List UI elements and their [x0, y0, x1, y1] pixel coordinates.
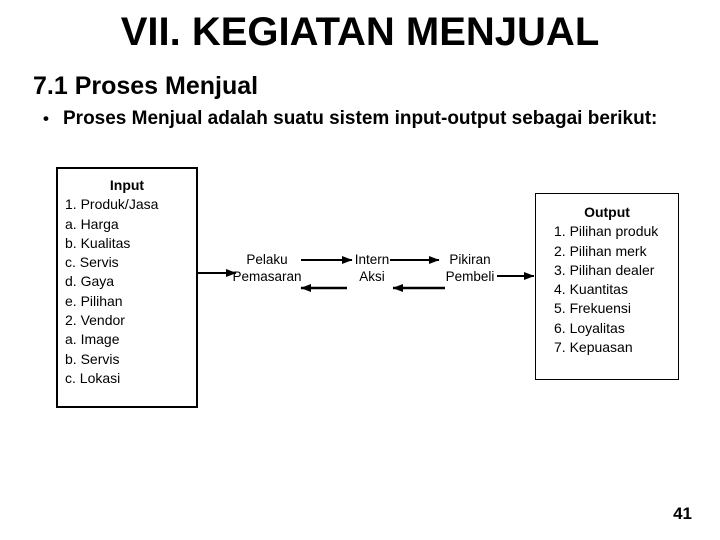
input-box-item: b. Servis [65, 350, 120, 367]
input-box-item: 2. Vendor [65, 312, 125, 329]
input-box-item: a. Harga [65, 215, 119, 232]
page-number: 41 [673, 504, 692, 523]
output-box-item: 6. Loyalitas [554, 319, 625, 336]
node-label-line: Aksi [359, 269, 385, 284]
node-label-line: Pikiran [449, 252, 491, 267]
output-box-item: 5. Frekuensi [554, 300, 632, 317]
node-pelaku-pemasaran: Pelaku Pemasaran [212, 251, 322, 285]
output-box-item: 4. Kuantitas [554, 281, 628, 298]
input-box-item: d. Gaya [65, 273, 115, 290]
input-box-item: 1. Produk/Jasa [65, 196, 159, 213]
node-label-line: Pembeli [445, 269, 495, 284]
output-box-item: 3. Pilihan dealer [554, 261, 655, 278]
input-box: Input 1. Produk/Jasa a. Harga b. Kualita… [56, 167, 198, 408]
slide-subtitle: 7.1 Proses Menjual [33, 72, 259, 100]
bullet-text: Proses Menjual adalah suatu sistem input… [63, 108, 658, 129]
input-box-item: c. Servis [65, 254, 119, 271]
input-box-item: e. Pilihan [65, 292, 123, 309]
output-box-item: 1. Pilihan produk [554, 223, 659, 240]
slide-title: VII. KEGIATAN MENJUAL [120, 10, 600, 54]
bullet-row: • Proses Menjual adalah suatu sistem inp… [43, 107, 693, 130]
bullet-icon: • [43, 109, 49, 128]
input-box-item: c. Lokasi [65, 369, 121, 386]
input-box-item: a. Image [65, 331, 120, 348]
input-box-item: b. Kualitas [65, 234, 131, 251]
node-label-line: Pemasaran [232, 269, 302, 284]
input-box-title: Input [109, 177, 145, 193]
output-box-item: 7. Kepuasan [554, 339, 633, 356]
output-box-title: Output [584, 204, 630, 220]
output-box: Output 1. Pilihan produk 2. Pilihan merk… [535, 193, 679, 380]
output-box-item: 2. Pilihan merk [554, 242, 647, 259]
node-label-line: Intern [354, 252, 390, 267]
node-pikiran-pembeli: Pikiran Pembeli [415, 251, 525, 285]
node-intern-aksi: Intern Aksi [317, 251, 427, 285]
node-label-line: Pelaku [246, 252, 288, 267]
